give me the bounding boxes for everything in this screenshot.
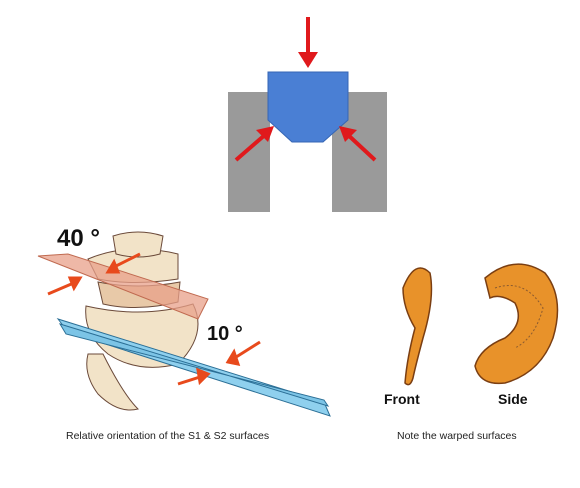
wedge-shape (267, 71, 349, 143)
wedge-force-diagram (228, 17, 387, 212)
angle-40-label: 40 ° (57, 225, 100, 252)
sacrum-caption: Note the warped surfaces (397, 430, 517, 442)
left-force-arrow (234, 126, 274, 162)
pelvis-illustration (37, 231, 331, 417)
side-view-label: Side (498, 391, 528, 407)
angle-10-label: 10 ° (207, 323, 243, 345)
angle-10-arrow (177, 340, 261, 386)
downward-force-arrow (298, 17, 318, 68)
sacrum-surface-illustration (402, 263, 559, 386)
front-view-label: Front (384, 391, 420, 407)
s1-plane (37, 253, 209, 320)
angle-40-arrow (47, 252, 141, 296)
front-view-shape (402, 267, 433, 386)
s1-lower-plane (58, 323, 330, 407)
side-view-shape (474, 263, 559, 385)
pelvis-caption: Relative orientation of the S1 & S2 surf… (66, 430, 270, 442)
left-block (228, 92, 270, 212)
right-force-arrow (339, 126, 377, 162)
